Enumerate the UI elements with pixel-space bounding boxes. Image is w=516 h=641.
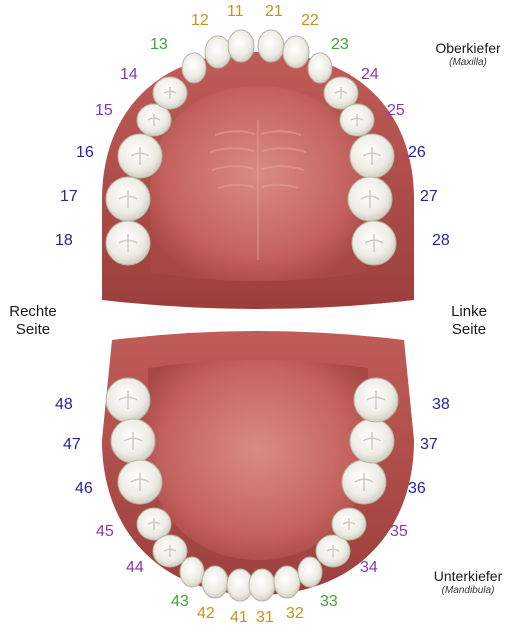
tooth-31 xyxy=(249,569,275,601)
tooth-number-33: 33 xyxy=(320,594,338,610)
tooth-42 xyxy=(202,566,228,598)
left-side-word1: Linke xyxy=(436,303,502,321)
tooth-number-13: 13 xyxy=(150,37,168,53)
tooth-number-32: 32 xyxy=(286,606,304,622)
tooth-11 xyxy=(228,30,254,62)
tooth-number-48: 48 xyxy=(55,397,73,413)
tooth-number-21: 21 xyxy=(265,4,283,20)
tooth-number-34: 34 xyxy=(360,560,378,576)
tooth-number-31: 31 xyxy=(256,610,274,626)
tooth-13 xyxy=(182,53,206,83)
tooth-number-35: 35 xyxy=(390,524,408,540)
tooth-number-38: 38 xyxy=(432,397,450,413)
tooth-number-36: 36 xyxy=(408,481,426,497)
tooth-number-46: 46 xyxy=(75,481,93,497)
upper-jaw-latin: (Maxilla) xyxy=(420,57,516,69)
tooth-number-17: 17 xyxy=(60,189,78,205)
left-side-label: Linke Seite xyxy=(436,303,502,339)
left-side-word2: Seite xyxy=(436,321,502,339)
upper-jaw-name: Oberkiefer xyxy=(420,40,516,57)
tooth-43 xyxy=(180,557,204,587)
tooth-number-42: 42 xyxy=(197,606,215,622)
tooth-number-41: 41 xyxy=(230,610,248,626)
tooth-number-26: 26 xyxy=(408,145,426,161)
tooth-number-14: 14 xyxy=(120,67,138,83)
tooth-number-47: 47 xyxy=(63,437,81,453)
tooth-number-25: 25 xyxy=(387,103,405,119)
tooth-number-22: 22 xyxy=(301,13,319,29)
upper-jaw-title: Oberkiefer (Maxilla) xyxy=(420,40,516,69)
tooth-21 xyxy=(258,30,284,62)
tooth-number-23: 23 xyxy=(331,37,349,53)
tooth-number-44: 44 xyxy=(126,560,144,576)
tooth-number-16: 16 xyxy=(76,145,94,161)
tooth-number-37: 37 xyxy=(420,437,438,453)
tooth-number-27: 27 xyxy=(420,189,438,205)
tooth-23 xyxy=(308,53,332,83)
tooth-number-24: 24 xyxy=(361,67,379,83)
tooth-number-18: 18 xyxy=(55,233,73,249)
tooth-22 xyxy=(283,36,309,68)
lower-jaw-name: Unterkiefer xyxy=(420,568,516,585)
right-side-label: Rechte Seite xyxy=(0,303,66,339)
tooth-12 xyxy=(205,36,231,68)
right-side-word2: Seite xyxy=(0,321,66,339)
tooth-number-11: 11 xyxy=(227,4,244,20)
right-side-word1: Rechte xyxy=(0,303,66,321)
tooth-33 xyxy=(298,557,322,587)
tooth-number-43: 43 xyxy=(171,594,189,610)
tooth-number-45: 45 xyxy=(96,524,114,540)
lower-jaw-title: Unterkiefer (Mandibula) xyxy=(420,568,516,597)
tooth-number-12: 12 xyxy=(191,13,209,29)
tooth-number-28: 28 xyxy=(432,233,450,249)
tooth-number-15: 15 xyxy=(95,103,113,119)
tooth-32 xyxy=(274,566,300,598)
lower-jaw-latin: (Mandibula) xyxy=(420,585,516,597)
